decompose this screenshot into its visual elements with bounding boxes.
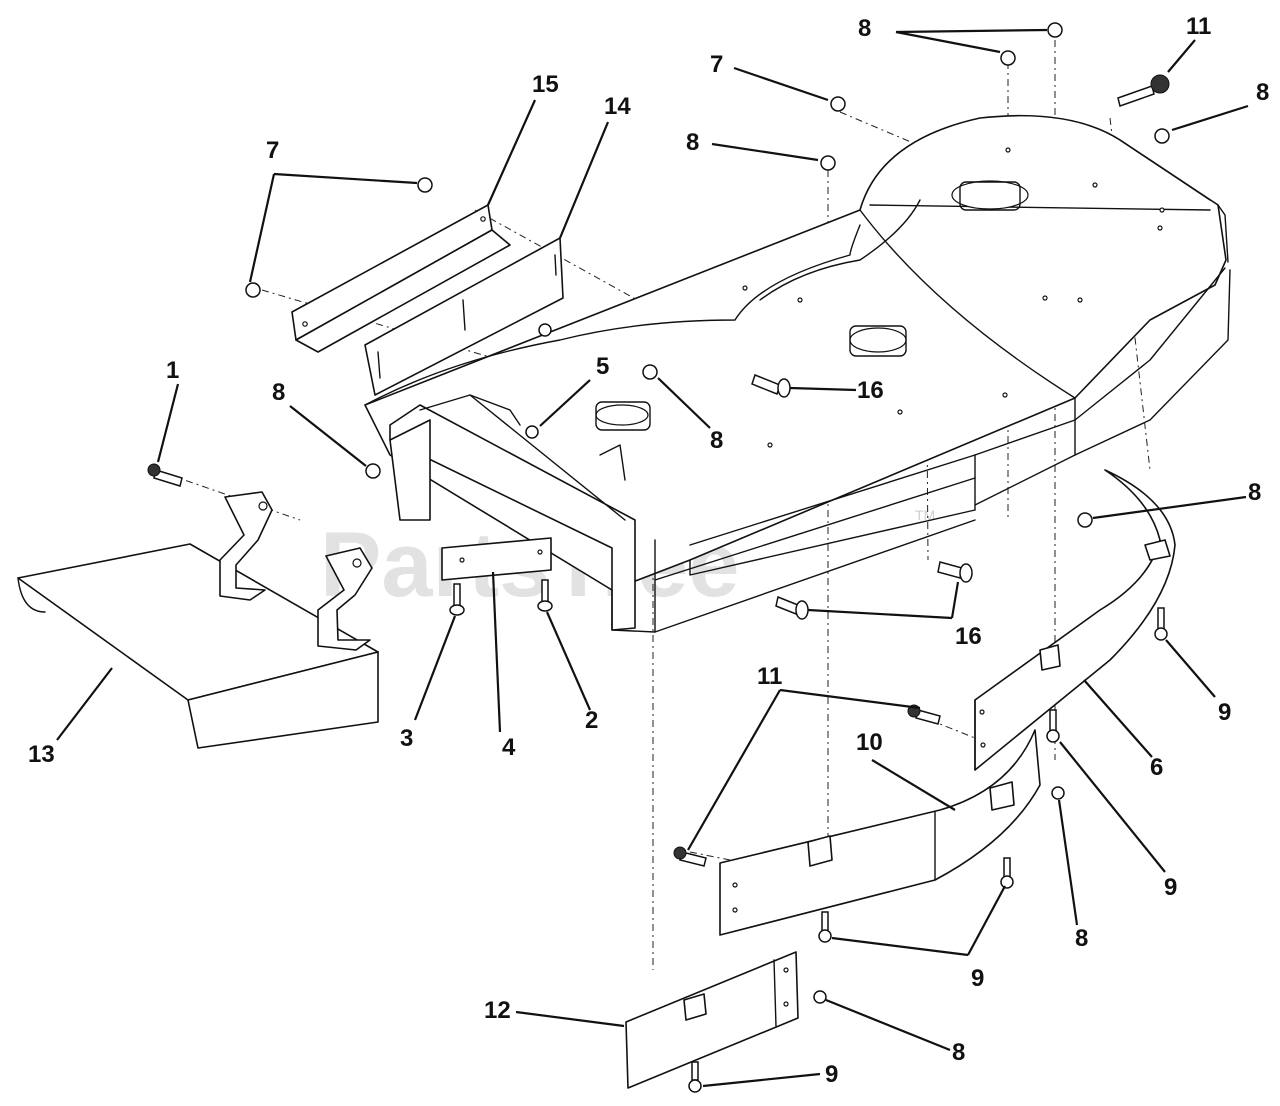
callout-11-top: 11 <box>1186 13 1211 40</box>
callout-1: 1 <box>166 357 179 384</box>
nut-icon <box>1051 786 1065 800</box>
callout-8-left: 8 <box>272 379 285 406</box>
leader-lines <box>56 28 1249 1088</box>
callout-numbers: 1 2 3 4 5 6 7 7 8 8 8 8 8 8 8 8 8 8 9 9 … <box>28 13 1269 1088</box>
nut-icon <box>642 364 658 380</box>
part-6-belt-cover <box>974 469 1176 771</box>
callout-3: 3 <box>400 725 413 752</box>
part-14-shield <box>364 237 564 396</box>
nut-icon <box>1047 22 1063 38</box>
nut-icon <box>525 425 539 439</box>
callout-8-top-right: 8 <box>1256 79 1269 106</box>
nut-icon <box>365 463 381 479</box>
callout-14: 14 <box>604 93 631 120</box>
callout-9-bottom: 9 <box>825 1061 838 1088</box>
callout-8-lower-right: 8 <box>1075 925 1088 952</box>
bolt-head-icon <box>777 378 791 398</box>
bolt-head-icon <box>673 846 687 860</box>
mower-deck <box>364 114 1231 591</box>
callout-9-lower-middle: 9 <box>971 965 984 992</box>
front-frame <box>389 394 976 633</box>
callout-9-right: 9 <box>1218 699 1231 726</box>
callout-10: 10 <box>856 729 883 756</box>
part-12-plate <box>625 951 799 1089</box>
hardware-bolts <box>147 74 1170 1093</box>
callout-13: 13 <box>28 741 55 768</box>
bolt-icon <box>937 561 963 579</box>
bolt-icon <box>775 595 799 616</box>
nut-icon <box>1154 128 1170 144</box>
callout-16-upper: 16 <box>857 377 884 404</box>
nut-icon <box>813 990 827 1004</box>
nut-icon <box>1077 512 1093 528</box>
nut-icon <box>245 282 261 298</box>
watermark-trademark: TM <box>915 507 935 523</box>
nut-icon <box>538 323 552 337</box>
bolt-head-icon <box>1150 74 1170 94</box>
callout-8-bottom: 8 <box>952 1039 965 1066</box>
part-10-belt-cover <box>719 729 1041 936</box>
callout-7-top: 7 <box>710 51 723 78</box>
bolt-head-icon <box>537 600 553 612</box>
callout-8-top: 8 <box>858 15 871 42</box>
hardware-nuts <box>245 22 1170 1004</box>
part-13-deflector <box>17 543 379 749</box>
bolt-icon <box>453 583 461 607</box>
bolt-head-icon <box>1046 729 1060 743</box>
callout-11-middle: 11 <box>757 663 782 690</box>
callout-2: 2 <box>585 707 598 734</box>
part-4-plate <box>441 537 552 581</box>
callout-16-lower: 16 <box>955 623 982 650</box>
bolt-head-icon <box>1000 875 1014 889</box>
callout-7-left: 7 <box>266 137 279 164</box>
bolt-head-icon <box>795 600 809 620</box>
callout-12: 12 <box>484 997 511 1024</box>
bolt-icon <box>1157 607 1165 631</box>
callout-8-upper-middle: 8 <box>686 129 699 156</box>
bolt-head-icon <box>1154 627 1168 641</box>
bolt-icon <box>1003 857 1011 879</box>
bolt-icon <box>1117 85 1155 107</box>
callout-15: 15 <box>532 71 559 98</box>
part-15-bracket <box>291 204 511 353</box>
nut-icon <box>820 155 836 171</box>
bolt-head-icon <box>147 463 161 477</box>
callout-8-right: 8 <box>1248 479 1261 506</box>
bolt-icon <box>1049 709 1057 733</box>
callout-6: 6 <box>1150 754 1163 781</box>
nut-icon <box>417 177 433 193</box>
callout-8-center: 8 <box>710 427 723 454</box>
bolt-icon <box>751 374 781 395</box>
callout-9-lower-right: 9 <box>1164 874 1177 901</box>
deflector-brackets <box>219 491 373 651</box>
bolt-icon <box>821 911 829 933</box>
callout-5: 5 <box>596 353 609 380</box>
bolt-head-icon <box>688 1079 702 1093</box>
bolt-icon <box>691 1061 699 1081</box>
bolt-icon <box>541 579 549 603</box>
nut-icon <box>830 96 846 112</box>
bolt-head-icon <box>449 604 465 616</box>
bolt-head-icon <box>959 563 973 583</box>
bolt-head-icon <box>818 929 832 943</box>
nut-icon <box>1000 50 1016 66</box>
callout-4: 4 <box>502 734 516 761</box>
